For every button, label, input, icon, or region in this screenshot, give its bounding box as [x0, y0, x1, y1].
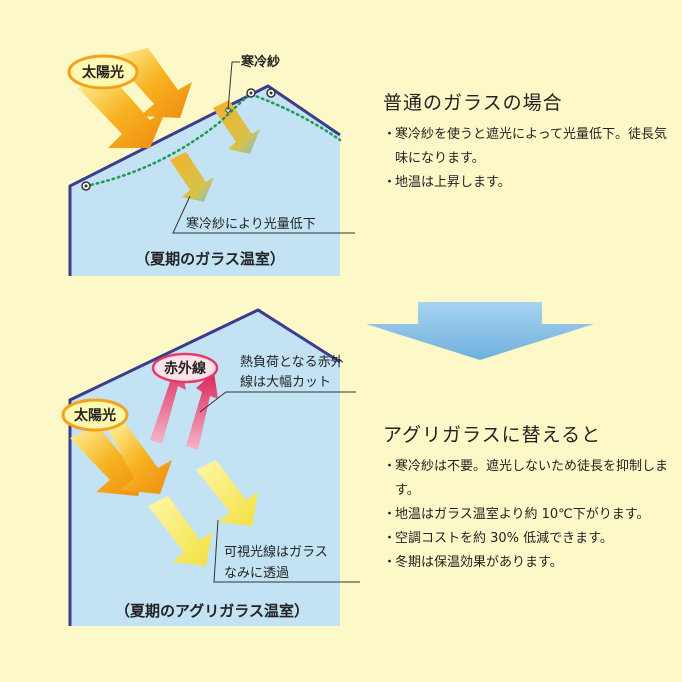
greenhouse-top-frame: [68, 84, 341, 276]
bottom-description: アグリガラスに替えると ・寒冷紗は不要。遮光しないため徒長を抑制します。 ・地温…: [383, 420, 673, 575]
dimmed-light-arrow: [170, 152, 214, 202]
sun-ray-arrow: [78, 75, 166, 148]
sun-ray-arrow: [70, 426, 148, 496]
dimmed-light-arrow: [213, 100, 260, 154]
visible-light-arrow: [148, 496, 212, 566]
net-anchor-ring: [249, 91, 253, 95]
section-heading: 普通のガラスの場合: [383, 92, 563, 114]
visible-note-line: 可視光線はガラス: [224, 544, 328, 560]
sun-label-bubble: [61, 398, 129, 432]
shade-net-label: 寒冷紗: [240, 54, 280, 70]
bullet-item: ・寒冷紗は不要。遮光しないため徒長を抑制します。: [383, 459, 669, 498]
inside-light-label: 寒冷紗により光量低下: [186, 216, 316, 232]
visible-note-line: なみに透過: [224, 566, 289, 581]
sun-label: 太陽光: [82, 64, 124, 81]
infrared-label: 赤外線: [164, 360, 206, 377]
bullet-item: ・地温は上昇します。: [383, 175, 511, 190]
top-description: 普通のガラスの場合 ・寒冷紗を使うと遮光によって光量低下。徒長気味になります。 …: [383, 88, 673, 195]
bullet-item: ・冬期は保温効果があります。: [383, 555, 563, 570]
infrared-label-bubble: [151, 352, 219, 384]
infrared-note-line: 線は大幅カット: [240, 374, 331, 390]
visible-light-arrow: [196, 460, 258, 526]
greenhouse-caption: （夏期のアグリガラス温室）: [115, 602, 309, 620]
transition-down-arrow: [366, 302, 594, 360]
shade-net-line: [84, 92, 342, 188]
greenhouse-caption: （夏期のガラス温室）: [135, 250, 285, 268]
shade-leader-line: [227, 61, 240, 111]
section-heading: アグリガラスに替えると: [383, 424, 602, 446]
bullet-list: ・寒冷紗を使うと遮光によって光量低下。徒長気味になります。 ・地温は上昇します。: [383, 123, 673, 195]
bullet-item: ・空調コストを約 30% 低減できます。: [383, 531, 613, 546]
bullet-item: ・寒冷紗を使うと遮光によって光量低下。徒長気味になります。: [383, 127, 667, 166]
greenhouse-bottom-frame: [68, 308, 341, 626]
sun-ray-arrow: [108, 424, 172, 494]
visible-leader-line: [213, 519, 360, 583]
bullet-list: ・寒冷紗は不要。遮光しないため徒長を抑制します。 ・地温はガラス温室より約 10…: [383, 455, 673, 575]
net-anchor-ring: [84, 184, 88, 188]
bullet-item: ・地温はガラス温室より約 10℃下がります。: [383, 507, 650, 522]
inside-leader-line: [172, 195, 355, 234]
sun-label-bubble: [67, 54, 139, 90]
infrared-leader-line: [199, 391, 356, 413]
infrared-note-line: 熱負荷となる赤外: [240, 355, 344, 370]
net-anchor-ring: [269, 91, 273, 95]
sun-label: 太陽光: [74, 407, 116, 424]
